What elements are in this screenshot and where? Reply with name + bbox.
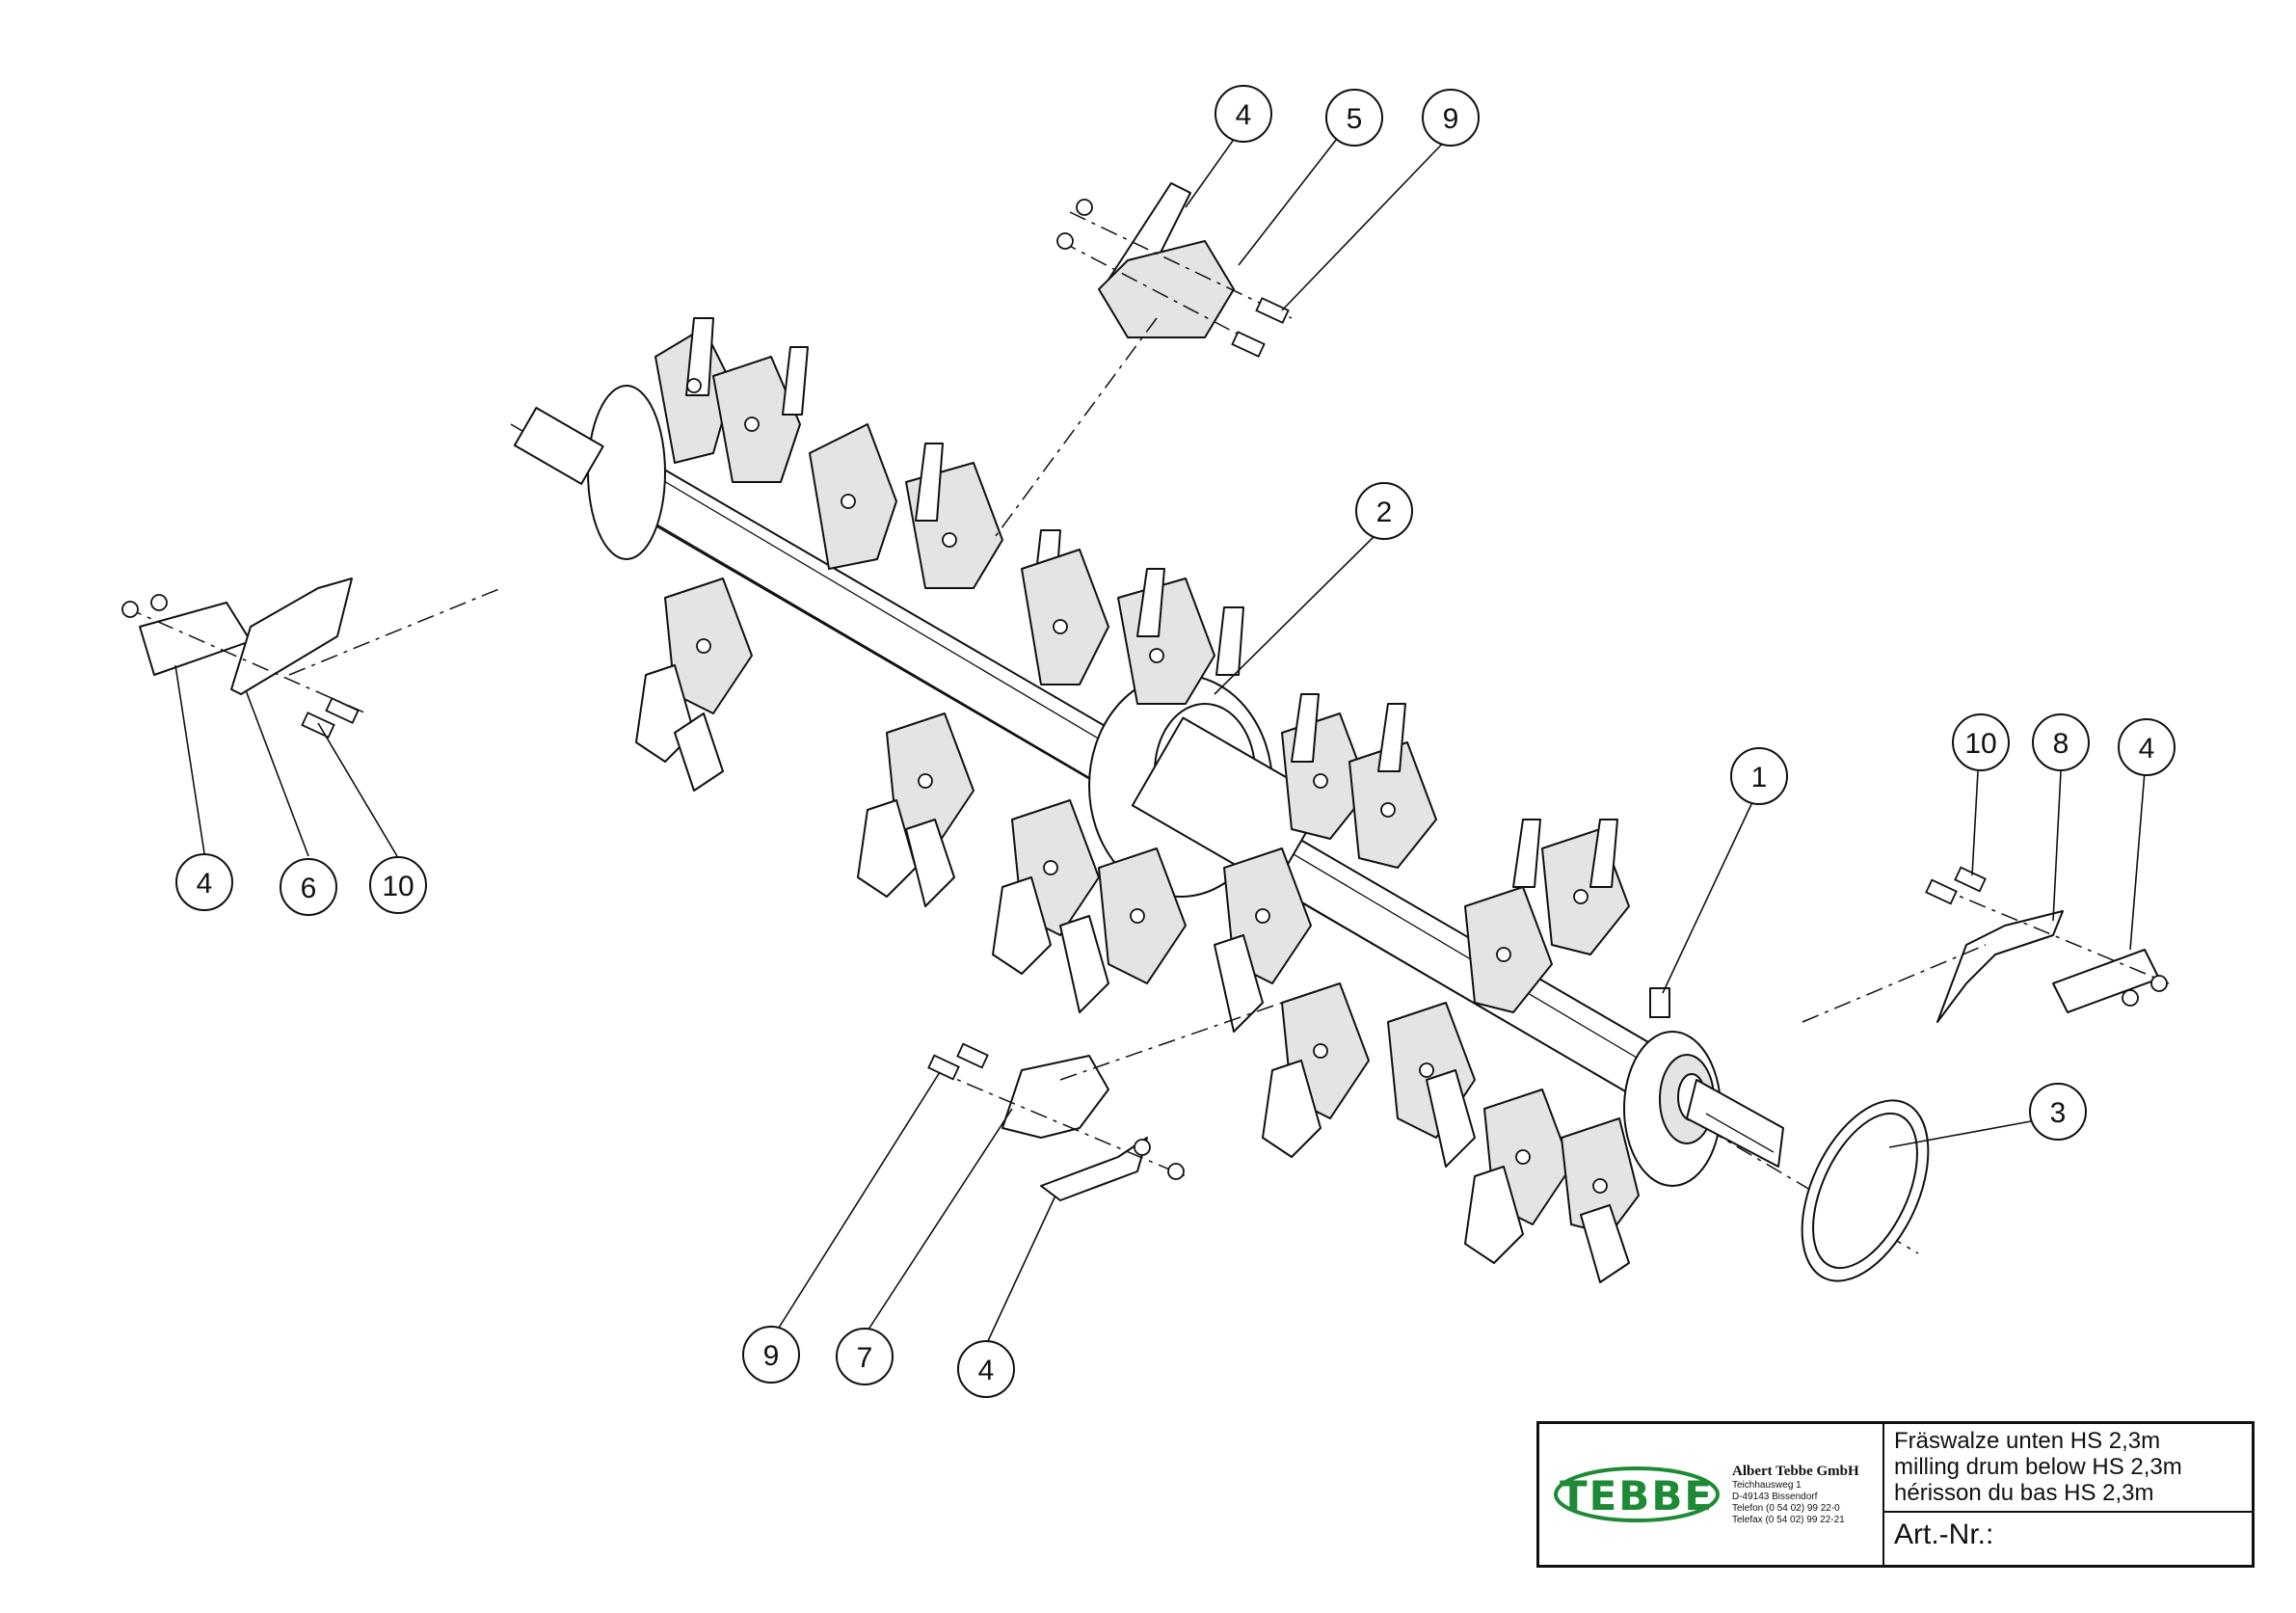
- callout-9-bottom: 9: [742, 1326, 800, 1384]
- callout-3: 3: [2029, 1083, 2087, 1141]
- callout-7: 7: [836, 1328, 894, 1385]
- title-block: TEBBE Albert Tebbe GmbH Teichhausweg 1 D…: [1536, 1421, 2255, 1568]
- callout-9-top: 9: [1422, 89, 1480, 147]
- title-block-text: Fräswalze unten HS 2,3m milling drum bel…: [1884, 1424, 2252, 1565]
- svg-text:10: 10: [382, 871, 414, 902]
- logo-ellipse-icon: [1554, 1466, 1720, 1522]
- callout-4-top: 4: [1215, 85, 1272, 143]
- company-name: Albert Tebbe GmbH: [1732, 1463, 1859, 1479]
- callout-10-right: 10: [1952, 713, 2010, 771]
- title-german: Fräswalze unten HS 2,3m: [1894, 1428, 2161, 1454]
- leader-lines: [174, 130, 2146, 1344]
- svg-text:4: 4: [1236, 99, 1252, 131]
- company-fax: Telefax (0 54 02) 99 22-21: [1732, 1514, 1845, 1525]
- svg-text:10: 10: [1964, 728, 1996, 760]
- svg-text:9: 9: [763, 1340, 780, 1372]
- title-french: hérisson du bas HS 2,3m: [1894, 1480, 2154, 1506]
- svg-text:1: 1: [1751, 762, 1768, 793]
- top-blade-assembly: [992, 182, 1293, 541]
- svg-text:7: 7: [857, 1342, 873, 1374]
- callout-4-bottom: 4: [957, 1340, 1015, 1398]
- callout-10-left: 10: [369, 856, 427, 914]
- svg-text:4: 4: [2139, 733, 2155, 765]
- svg-text:5: 5: [1347, 103, 1363, 135]
- callout-1: 1: [1730, 747, 1788, 805]
- article-number-label: Art.-Nr.:: [1894, 1519, 1994, 1550]
- washer-ring: [1801, 1099, 1930, 1282]
- svg-text:3: 3: [2050, 1097, 2067, 1129]
- company-phone: Telefon (0 54 02) 99 22-0: [1732, 1502, 1840, 1514]
- svg-text:8: 8: [2053, 728, 2069, 760]
- company-street: Teichhausweg 1: [1732, 1479, 1802, 1491]
- drum-shaft: [513, 385, 1784, 1187]
- callout-6: 6: [280, 858, 337, 916]
- bottom-blade-assembly: [927, 1002, 1283, 1201]
- left-blade-assembly: [121, 578, 502, 739]
- logo-text: TEBBE: [1559, 1472, 1715, 1519]
- company-info: Albert Tebbe GmbH Teichhausweg 1 D-49143…: [1732, 1464, 1859, 1526]
- svg-text:9: 9: [1443, 103, 1459, 135]
- callout-4-right: 4: [2118, 718, 2176, 776]
- callout-4-left: 4: [175, 853, 233, 911]
- title-block-company: TEBBE Albert Tebbe GmbH Teichhausweg 1 D…: [1539, 1424, 1884, 1565]
- callout-5: 5: [1325, 89, 1383, 147]
- svg-text:2: 2: [1376, 497, 1393, 528]
- title-english: milling drum below HS 2,3m: [1894, 1454, 2182, 1480]
- company-city: D-49143 Bissendorf: [1732, 1491, 1818, 1502]
- svg-text:4: 4: [197, 868, 213, 900]
- drawing-titles: Fräswalze unten HS 2,3m milling drum bel…: [1884, 1424, 2252, 1513]
- tebbe-logo: TEBBE: [1551, 1465, 1722, 1524]
- right-blade-assembly: [1802, 866, 2170, 1023]
- tine-holders: [635, 317, 1640, 1283]
- svg-text:4: 4: [978, 1355, 995, 1386]
- callout-2: 2: [1355, 482, 1413, 540]
- svg-text:6: 6: [301, 873, 317, 904]
- callout-8: 8: [2032, 713, 2090, 771]
